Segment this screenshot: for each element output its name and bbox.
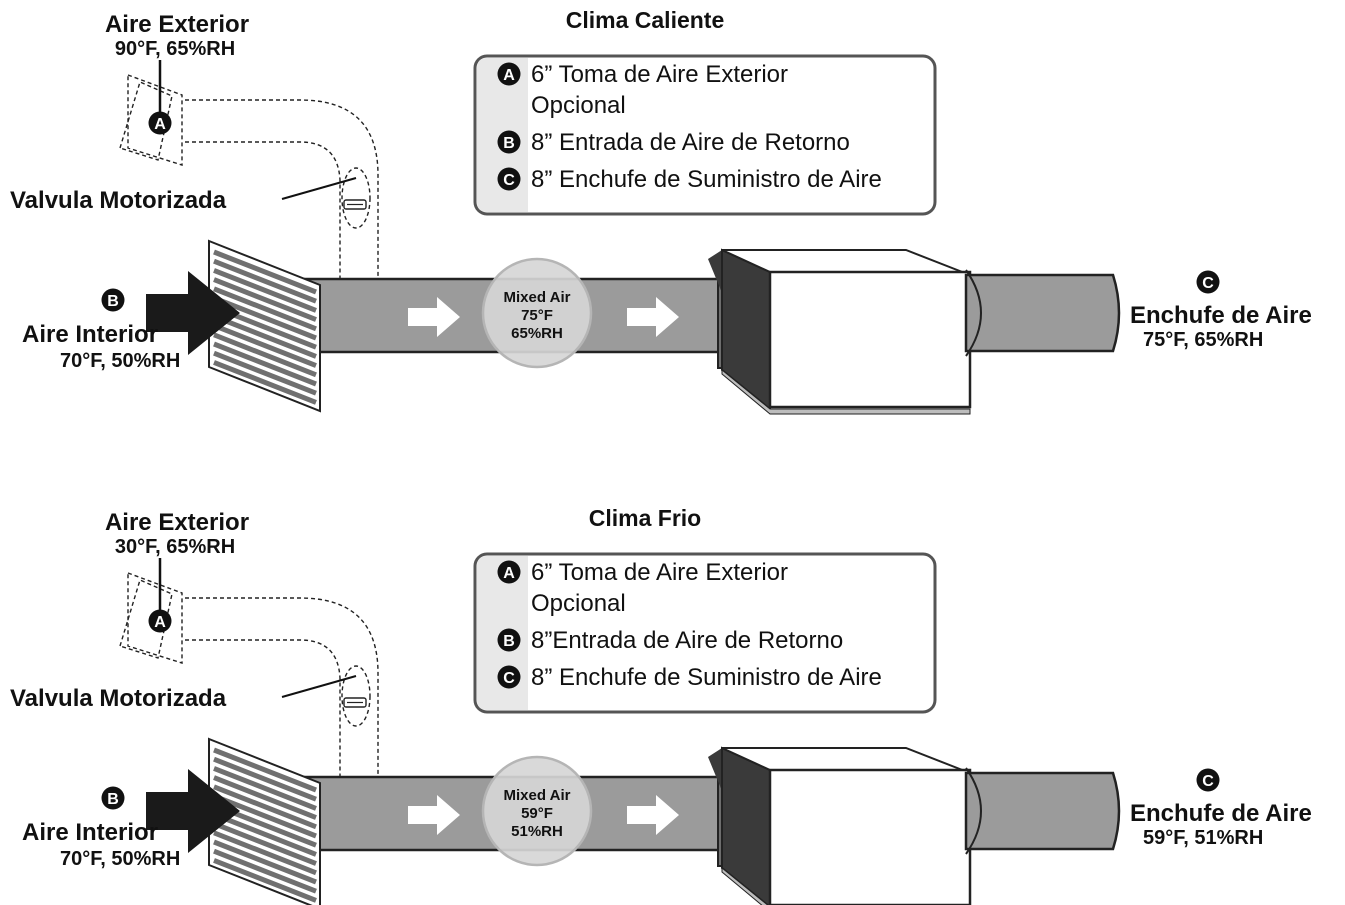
indoor-air-label: Aire Interior bbox=[22, 819, 158, 846]
valve-label: Valvula Motorizada bbox=[10, 685, 227, 712]
supply-air-label: Enchufe de Aire bbox=[1130, 302, 1312, 329]
supply-air-conditions: 59°F, 51%RH bbox=[1143, 827, 1263, 849]
outdoor-air-conditions: 30°F, 65%RH bbox=[115, 536, 235, 558]
legend-item-2-badge-letter: C bbox=[503, 670, 515, 687]
outdoor-badge: A bbox=[148, 609, 172, 633]
indoor-air-label: Aire Interior bbox=[22, 321, 158, 348]
outdoor-badge-letter: A bbox=[154, 614, 166, 631]
outdoor-air-label: Aire Exterior bbox=[105, 11, 249, 38]
indoor-badge: B bbox=[101, 786, 125, 810]
legend-item-1-text: 8”Entrada de Aire de Retorno bbox=[531, 627, 843, 654]
legend-item-2-text: 8” Enchufe de Suministro de Aire bbox=[531, 664, 882, 691]
legend-item-1-badge-letter: B bbox=[503, 135, 515, 152]
mixed-air-label: Mixed Air bbox=[504, 787, 571, 804]
mixed-air-label: Mixed Air bbox=[504, 289, 571, 306]
legend-item-1-badge: B bbox=[497, 628, 521, 652]
legend-item-0-badge: A bbox=[497, 560, 521, 584]
indoor-air-conditions: 70°F, 50%RH bbox=[60, 848, 180, 870]
legend-item-2-badge: C bbox=[497, 167, 521, 191]
legend-item-1-text: 8” Entrada de Aire de Retorno bbox=[531, 129, 850, 156]
indoor-air-conditions: 70°F, 50%RH bbox=[60, 350, 180, 372]
legend-item-1-badge: B bbox=[497, 130, 521, 154]
supply-air-conditions: 75°F, 65%RH bbox=[1143, 329, 1263, 351]
legend-item-0-text: 6” Toma de Aire Exterior bbox=[531, 559, 788, 586]
legend-item-2-badge: C bbox=[497, 665, 521, 689]
supply-badge: C bbox=[1196, 768, 1220, 792]
legend-item-0-text-2: Opcional bbox=[531, 92, 626, 119]
legend-item-2-badge-letter: C bbox=[503, 172, 515, 189]
supply-air-label: Enchufe de Aire bbox=[1130, 800, 1312, 827]
supply-badge-letter: C bbox=[1202, 275, 1214, 292]
legend-item-0-badge: A bbox=[497, 62, 521, 86]
mixed-air-rh: 65%RH bbox=[511, 325, 563, 342]
supply-badge-letter: C bbox=[1202, 773, 1214, 790]
panel-title: Clima Caliente bbox=[566, 7, 725, 33]
valve-label: Valvula Motorizada bbox=[10, 187, 227, 214]
outdoor-badge-letter: A bbox=[154, 116, 166, 133]
panel-title: Clima Frio bbox=[589, 505, 701, 531]
legend-item-0-badge-letter: A bbox=[503, 565, 515, 582]
outdoor-air-conditions: 90°F, 65%RH bbox=[115, 38, 235, 60]
mixed-air-temp: 75°F bbox=[521, 307, 553, 324]
legend-item-0-text-2: Opcional bbox=[531, 590, 626, 617]
mixed-air-temp: 59°F bbox=[521, 805, 553, 822]
legend-item-0-text: 6” Toma de Aire Exterior bbox=[531, 61, 788, 88]
legend-item-2-text: 8” Enchufe de Suministro de Aire bbox=[531, 166, 882, 193]
legend-item-0-badge-letter: A bbox=[503, 67, 515, 84]
indoor-badge-letter: B bbox=[107, 293, 119, 310]
mixed-air-rh: 51%RH bbox=[511, 823, 563, 840]
outdoor-badge: A bbox=[148, 111, 172, 135]
outdoor-air-label: Aire Exterior bbox=[105, 509, 249, 536]
legend-item-1-badge-letter: B bbox=[503, 633, 515, 650]
indoor-badge: B bbox=[101, 288, 125, 312]
indoor-badge-letter: B bbox=[107, 791, 119, 808]
supply-badge: C bbox=[1196, 270, 1220, 294]
